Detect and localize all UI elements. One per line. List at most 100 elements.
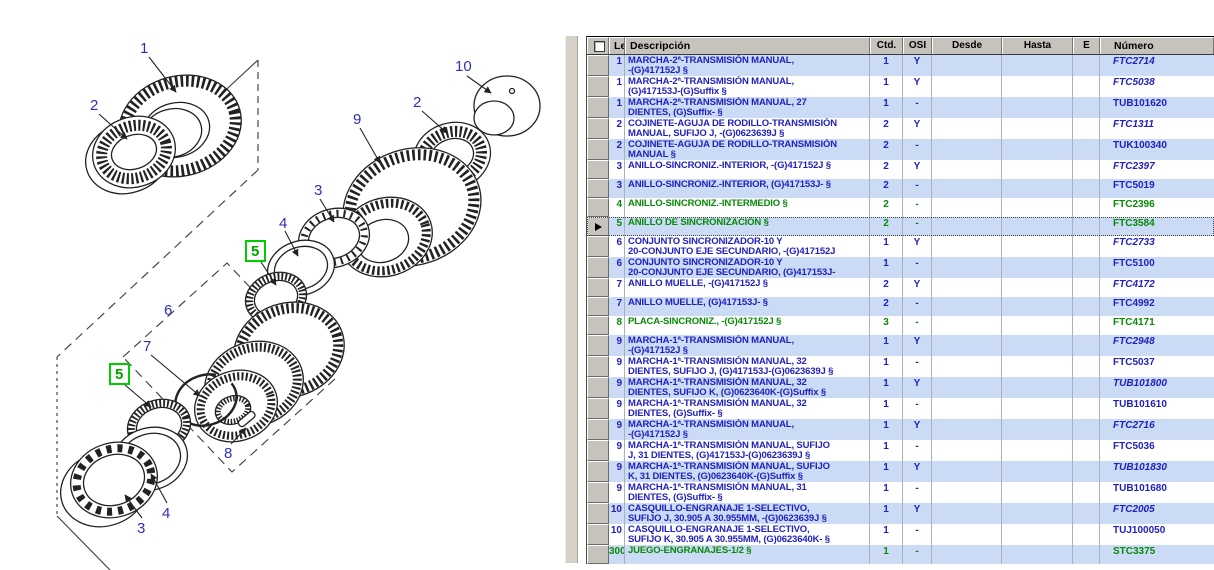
cell-desde [932,335,1002,356]
row-selector-button[interactable] [587,440,609,461]
cell-osi: - [903,398,932,419]
callout-2[interactable]: 2 [90,97,128,140]
row-selector-button[interactable] [587,278,609,297]
cell-qty: 1 [870,335,903,356]
pane-splitter[interactable] [565,36,578,563]
column-header-sel[interactable] [587,37,609,54]
cell-description: MARCHA-1ª-TRANSMISIÓN MANUAL,-(G)417152J… [625,419,870,440]
row-selector-button[interactable] [587,97,609,118]
cell-le: 7 [609,278,625,297]
row-selector-button[interactable] [587,139,609,160]
row-selector-button[interactable] [587,236,609,257]
row-selector-button[interactable] [587,297,609,316]
row-selector-button[interactable] [587,335,609,356]
row-selector-button[interactable] [587,118,609,139]
callout-10[interactable]: 10 [455,58,492,94]
row-selector-button[interactable] [587,398,609,419]
callout-7[interactable]: 7 [143,338,201,397]
row-selector-button[interactable] [587,316,609,335]
row-selector-button[interactable] [587,377,609,398]
column-header-le[interactable]: Le [609,37,625,54]
row-selector-button[interactable] [587,160,609,179]
callout-4[interactable]: 4 [150,473,170,522]
cell-number: FTC2714 [1113,56,1155,67]
cell-qty: 1 [870,440,903,461]
cell-hasta [1002,55,1073,76]
row-selector-button[interactable] [587,76,609,97]
clutch-sleeve-drawing [59,441,159,528]
callout-9[interactable]: 9 [353,111,381,164]
callout-2[interactable]: 2 [413,94,448,134]
row-selector-button[interactable] [587,545,609,564]
row-selector-button[interactable] [587,461,609,482]
cell-le: 300 [609,545,625,564]
column-header-osi[interactable]: OSI [903,37,932,54]
cell-qty: 1 [870,97,903,118]
callout-green-box [245,240,266,262]
callout-6[interactable]: 6 [164,302,172,319]
callout-4[interactable]: 4 [279,215,299,257]
row-selector-button[interactable] [587,217,609,236]
cell-osi: Y [903,278,932,297]
select-all-checkbox[interactable] [594,41,605,52]
row-selector-button[interactable] [587,55,609,76]
callout-leader-line [319,198,335,223]
callout-boxed-5[interactable]: 5 [109,363,152,408]
callout-label: 4 [279,215,287,232]
row-selector-button[interactable] [587,198,609,217]
column-header-desde[interactable]: Desde [932,37,1002,54]
row-selector-button[interactable] [587,179,609,198]
callout-1[interactable]: 1 [140,40,177,93]
row-selector-button[interactable] [587,356,609,377]
column-header-num[interactable]: Número [1100,37,1214,54]
callout-boxed-5[interactable]: 5 [245,240,277,286]
cell-le: 10 [609,524,625,545]
row-selector-button[interactable] [587,524,609,545]
column-header-ctd[interactable]: Ctd. [870,37,903,54]
cell-number: FTC5038 [1113,77,1155,88]
cell-le: 8 [609,316,625,335]
cell-osi: Y [903,419,932,440]
row-selector-button[interactable] [587,482,609,503]
row-selector-button[interactable] [587,419,609,440]
column-header-hasta[interactable]: Hasta [1002,37,1073,54]
row-selector-button[interactable] [587,503,609,524]
callout-3[interactable]: 3 [124,494,145,537]
cell-number: FTC2396 [1113,199,1155,210]
callout-3[interactable]: 3 [314,182,335,223]
row-selector-button[interactable] [587,257,609,278]
callout-8[interactable]: 8 [224,427,247,462]
column-header-e[interactable]: E [1073,37,1100,54]
cell-desde [932,118,1002,139]
column-header-desc[interactable]: Descripción [625,37,870,54]
cell-desde [932,419,1002,440]
